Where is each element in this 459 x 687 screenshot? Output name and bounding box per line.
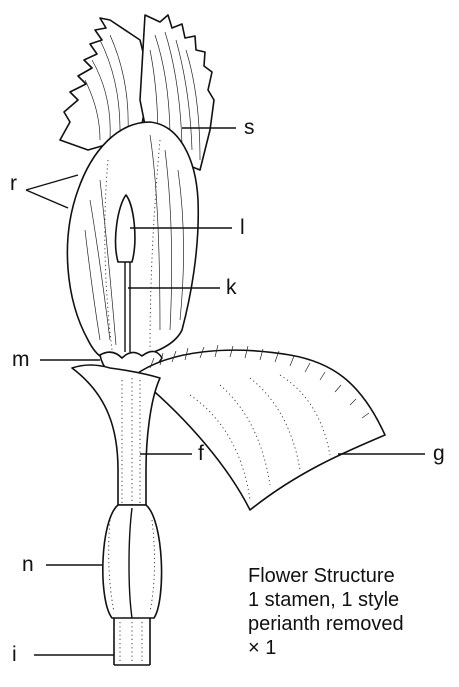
label-f: f xyxy=(198,442,204,465)
ovary xyxy=(103,505,162,618)
label-n: n xyxy=(22,553,34,576)
column-stalk xyxy=(72,365,160,505)
caption-line-4: × 1 xyxy=(248,637,276,659)
caption-line-1: Flower Structure xyxy=(248,565,395,587)
label-r: r xyxy=(10,172,17,195)
caption-line-3: perianth removed xyxy=(248,613,404,635)
label-k: k xyxy=(226,276,237,299)
caption-line-2: 1 stamen, 1 style xyxy=(248,589,399,611)
lower-lip xyxy=(135,345,385,510)
label-g: g xyxy=(433,442,445,465)
label-s: s xyxy=(244,116,255,139)
pedicel xyxy=(114,618,150,665)
label-l: l xyxy=(240,216,245,239)
label-i: i xyxy=(12,643,17,666)
label-m: m xyxy=(12,348,30,371)
